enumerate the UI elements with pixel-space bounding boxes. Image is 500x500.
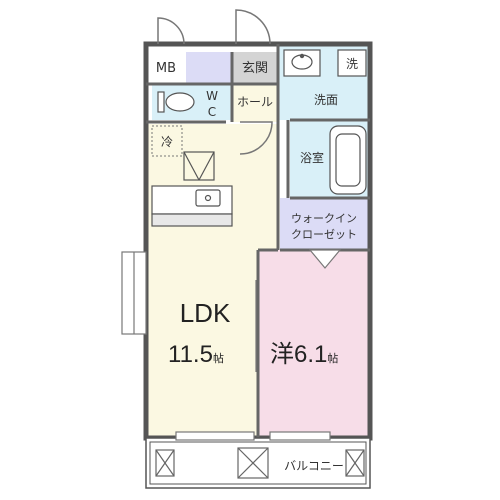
range-hood	[183, 151, 215, 181]
wc-label-c: C	[208, 105, 216, 119]
senmen-label: 洗面	[314, 93, 338, 107]
walkin-closet	[280, 198, 368, 250]
walkin-label-1: ウォークイン	[291, 212, 357, 225]
fridge-label: 冷	[161, 135, 173, 149]
genkan-room	[232, 52, 278, 84]
ldk-size-value: 11.5	[168, 341, 213, 368]
hall-room	[232, 84, 278, 122]
ldk-size: 11.5帖	[168, 341, 224, 368]
bathtub	[329, 125, 367, 195]
western-room	[258, 250, 368, 438]
balcony-vents	[155, 447, 365, 479]
balcony-label: バルコニー	[284, 459, 344, 473]
windows	[121, 251, 331, 441]
wc-label-w: W	[206, 89, 218, 103]
western-size-unit: 帖	[327, 352, 338, 365]
wash-label: 洗	[346, 57, 358, 71]
entrance-doors	[157, 9, 273, 155]
genkan-label: 玄関	[242, 61, 268, 76]
washbasin	[283, 49, 321, 77]
ldk-label: LDK	[180, 298, 231, 328]
ldk-size-unit: 帖	[213, 352, 224, 365]
western-doors	[255, 249, 342, 372]
kitchen-counter	[151, 185, 233, 227]
fridge-space	[151, 125, 183, 157]
balcony	[145, 437, 371, 489]
mb-room	[186, 52, 232, 84]
mb-label: MB	[156, 61, 176, 76]
western-label: 洋6.1帖	[270, 341, 338, 368]
hall-label: ホール	[237, 95, 273, 109]
walkin-label-2: クローゼット	[291, 228, 357, 241]
toilet	[157, 91, 195, 113]
bath-label: 浴室	[300, 150, 324, 165]
washer-space	[337, 49, 367, 77]
western-size-value: 洋6.1	[270, 341, 327, 368]
